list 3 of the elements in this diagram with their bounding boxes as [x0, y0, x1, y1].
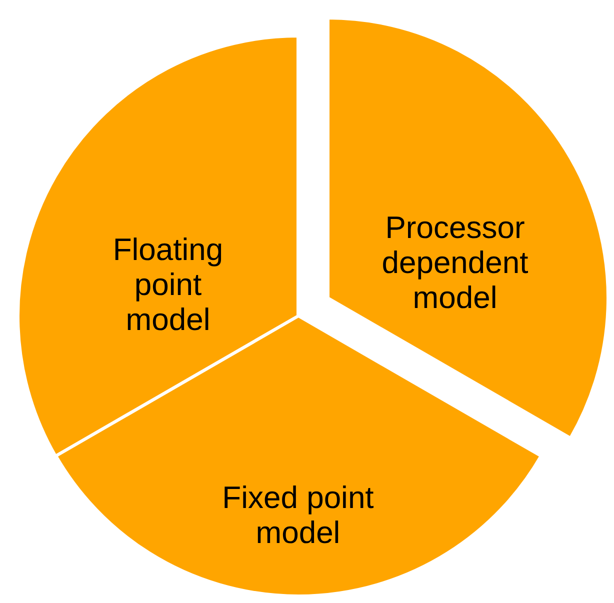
segment-label: Fixed point model: [221, 480, 375, 550]
segment-label: Floating point model: [112, 232, 224, 337]
segment-label: Processor dependent model: [380, 210, 530, 315]
